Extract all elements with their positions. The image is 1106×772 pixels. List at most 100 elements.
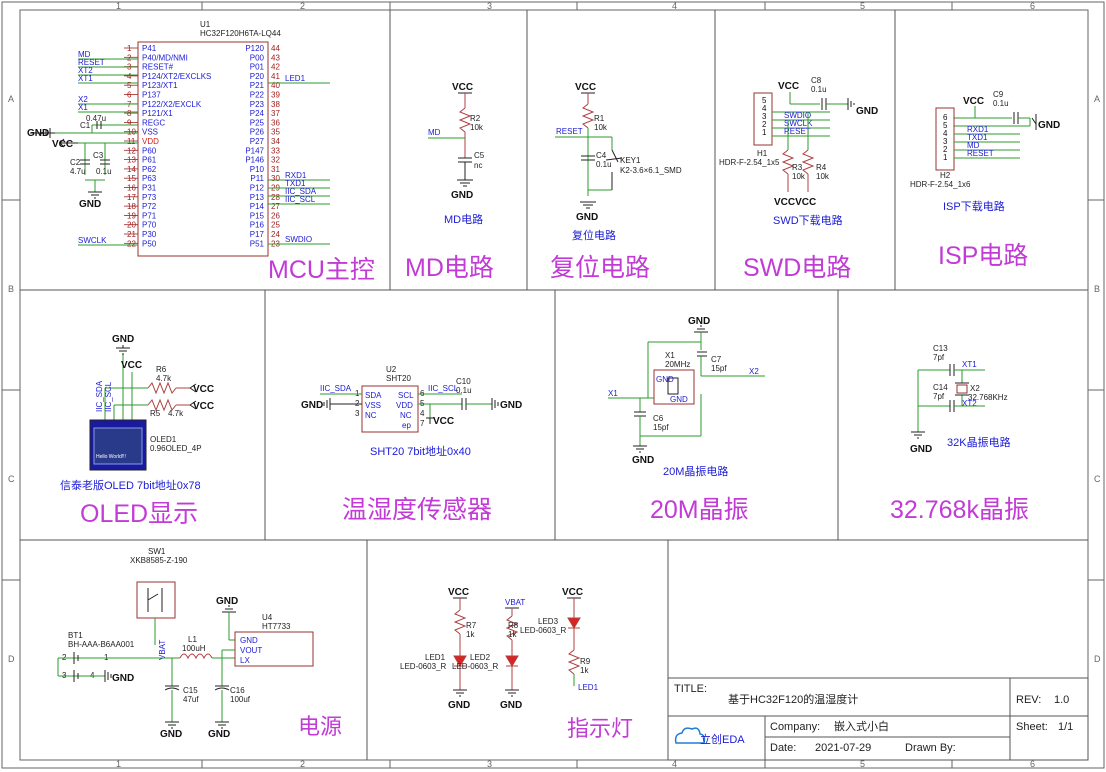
mcu-right-pin: P17 bbox=[250, 230, 265, 239]
mcu-right-pin: P26 bbox=[250, 128, 265, 137]
swd-net-reset: RESET bbox=[784, 127, 811, 136]
c5-ref: C5 bbox=[474, 151, 485, 160]
mcu-left-pin: P60 bbox=[142, 146, 157, 155]
mcu-left-pin: P72 bbox=[142, 202, 157, 211]
u4-regulator[interactable] bbox=[234, 631, 314, 667]
caption-isp: ISP下载电路 bbox=[943, 200, 1005, 213]
l1-value: 100uH bbox=[182, 644, 206, 653]
mcu-left-pin: P70 bbox=[142, 221, 157, 230]
grid-col-2: 2 bbox=[300, 1, 305, 11]
grid-row-d-right: D bbox=[1094, 654, 1101, 664]
r9-ref: R9 bbox=[580, 657, 591, 666]
grid-row-b: B bbox=[8, 284, 14, 294]
grid-col-6-bottom: 6 bbox=[1030, 759, 1035, 769]
oled-screen bbox=[93, 427, 143, 465]
swd-net-swdio: SWDIO bbox=[784, 111, 811, 120]
oled-gnd: GND bbox=[112, 334, 134, 345]
mcu-right-pin-num: 39 bbox=[271, 91, 280, 100]
led-vbat: VBAT bbox=[505, 598, 525, 607]
led-gnd1: GND bbox=[448, 700, 470, 711]
oled-vcc-r6: VCC bbox=[193, 384, 214, 395]
mcu-gnd-left: GND bbox=[27, 128, 49, 139]
cloud-icon bbox=[674, 727, 706, 744]
sheet-value: 1/1 bbox=[1058, 721, 1073, 733]
mcu-left-pin: P31 bbox=[142, 184, 157, 193]
net-md: MD bbox=[78, 50, 91, 59]
x1-crystal[interactable] bbox=[653, 369, 695, 405]
r5-ref: R5 bbox=[150, 409, 161, 418]
caption-md: MD电路 bbox=[444, 213, 483, 226]
mcu-left-pin: P63 bbox=[142, 174, 157, 183]
mcu-left-pin: P121/X1 bbox=[142, 109, 173, 118]
date-label: Date: bbox=[770, 742, 796, 754]
isp-net-rxd1: RXD1 bbox=[967, 125, 989, 134]
r8-ref: R8 bbox=[508, 621, 519, 630]
r7-ref: R7 bbox=[466, 621, 477, 630]
c14-value: 7pf bbox=[933, 392, 945, 401]
c4-ref: C4 bbox=[596, 151, 607, 160]
u2-ref: U2 bbox=[386, 365, 397, 374]
sw1-value: XKB8585-Z-190 bbox=[130, 556, 188, 565]
mcu-left-pin-num: 16 bbox=[127, 184, 136, 193]
mcu-right-pin: P10 bbox=[250, 165, 265, 174]
caption-reset: 复位电路 bbox=[572, 228, 616, 242]
led-net: LED1 bbox=[578, 683, 599, 692]
mcu-right-pin-num: 37 bbox=[271, 109, 280, 118]
mcu-right-pin-num: 42 bbox=[271, 63, 280, 72]
mcu-left-pin: P62 bbox=[142, 165, 157, 174]
led3-value: LED-0603_R bbox=[520, 626, 566, 635]
sht20-pin-nc: NC bbox=[365, 411, 377, 420]
grid-col-1: 1 bbox=[116, 1, 121, 11]
led2-value: LED-0603_R bbox=[452, 662, 498, 671]
x1-pin-gnd2: GND bbox=[670, 395, 688, 404]
h2-pin-num: 5 bbox=[943, 121, 948, 130]
x2-crystal[interactable] bbox=[956, 384, 968, 394]
title-value: 基于HC32F120的温湿度计 bbox=[728, 692, 858, 706]
c3-ref: C3 bbox=[93, 151, 104, 160]
sht20-net-scl: IIC_SCL bbox=[428, 384, 459, 393]
c3-value: 0.1u bbox=[96, 167, 112, 176]
h1-header[interactable] bbox=[753, 92, 773, 146]
h2-pin-num: 3 bbox=[943, 137, 948, 146]
mcu-right-nets: LED1 RXD1 TXD1 IIC_SDA IIC_SCL SWDIO bbox=[268, 74, 330, 245]
h2-pin-num: 1 bbox=[943, 153, 948, 162]
mcu-left-pin-num: 2 bbox=[127, 53, 132, 62]
sw1-switch[interactable] bbox=[136, 581, 176, 619]
isp-gnd: GND bbox=[1038, 120, 1060, 131]
isp-vcc: VCC bbox=[963, 96, 984, 107]
led1-ref: LED1 bbox=[425, 653, 446, 662]
x1-value: 20MHz bbox=[665, 360, 690, 369]
r8-value: 1k bbox=[508, 630, 517, 639]
swd-gnd: GND bbox=[856, 106, 878, 117]
h1-pin-num: 4 bbox=[762, 104, 767, 113]
h1-pin-num: 5 bbox=[762, 96, 767, 105]
mcu-left-pin-num: 15 bbox=[127, 174, 136, 183]
md-net: MD bbox=[428, 128, 441, 137]
x32-gnd: GND bbox=[910, 444, 932, 455]
sht20-gnd-left: GND bbox=[301, 400, 323, 411]
mcu-right-pin-num: 26 bbox=[271, 211, 280, 220]
c9-ref: C9 bbox=[993, 90, 1004, 99]
caption-oled: 信泰老版OLED 7bit地址0x78 bbox=[60, 478, 201, 492]
h2-value: HDR-F-2.54_1x6 bbox=[910, 180, 971, 189]
sht20-net-sda: IIC_SDA bbox=[320, 384, 352, 393]
h2-header[interactable] bbox=[935, 107, 955, 171]
grid-col-6: 6 bbox=[1030, 1, 1035, 11]
u4-pin-lx: LX bbox=[240, 656, 250, 665]
section-title-md: MD电路 bbox=[405, 254, 494, 282]
mcu-left-pin-num: 6 bbox=[127, 91, 132, 100]
mcu-right-pin: P16 bbox=[250, 221, 265, 230]
caption-sensor: SHT20 7bit地址0x40 bbox=[370, 444, 471, 458]
mcu-decoupling: C1 0.47u GND VCC C2 4.7u C3 0.1u GND bbox=[27, 114, 138, 210]
mcu-right-pin: P21 bbox=[250, 81, 265, 90]
led2-ref: LED2 bbox=[470, 653, 491, 662]
mcu-chip-body[interactable] bbox=[137, 41, 269, 257]
sht20-chip[interactable] bbox=[361, 385, 419, 433]
x32-net-xt1: XT1 bbox=[962, 360, 977, 369]
net-x2: X2 bbox=[78, 95, 88, 104]
mcu-left-pin: P50 bbox=[142, 239, 157, 248]
